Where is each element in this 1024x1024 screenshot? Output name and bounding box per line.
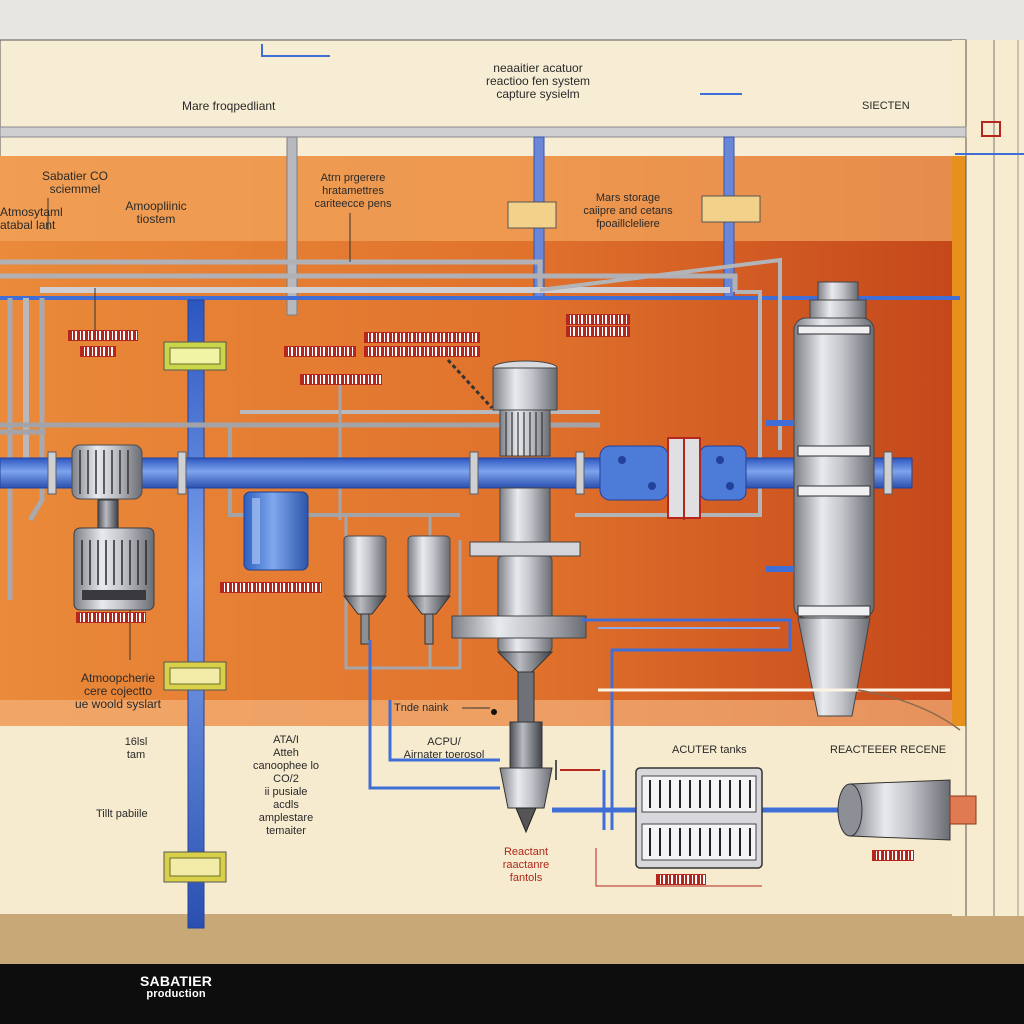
atmospheric-capture-label: Atmoopcherie cere cojectto ue woold sysl… <box>74 671 162 711</box>
tag-label <box>76 612 146 623</box>
tag-label <box>566 326 630 337</box>
atmosphere-processor-label: Atrn prgerere hratamettres cariteecce pe… <box>314 172 392 210</box>
section-label: SIECTEN <box>862 100 910 112</box>
tnde-tank-label: Tnde naink <box>394 702 449 714</box>
reactant-label: Reactant raactanre fantols <box>502 846 550 884</box>
sabatier-co-label: Sabatier CO sciemmel <box>41 169 109 196</box>
footer-bar <box>0 964 1024 1024</box>
tag-label <box>300 374 382 385</box>
small-tank-label: 16lsl tam <box>124 736 148 761</box>
title-reactor-system-label: neaaitier acatuor reactioo fen system ca… <box>485 61 591 101</box>
tag-label <box>872 850 914 861</box>
brand-title: SABATIER <box>140 973 213 989</box>
tag-label <box>656 874 706 885</box>
acpu-label: ACPU/ Airnater toerosol <box>403 736 485 761</box>
mars-storage-label: Mars storage caiipre and cetans fpoaillc… <box>583 192 673 230</box>
brand-subtitle: production <box>146 988 206 1000</box>
atmospheric-system-label: Amoopliinic tiostem <box>125 199 187 226</box>
tag-label <box>566 314 630 325</box>
tag-label <box>364 332 480 343</box>
reacteer-recene-label: REACTEEER RECENE <box>830 744 947 756</box>
tag-label <box>284 346 356 357</box>
tag-label <box>68 330 138 341</box>
atmosphere-tank-label: Atmosytaml atabal lant <box>0 205 63 232</box>
tag-label <box>80 346 116 357</box>
mars-propellant-label: Mare froqpedliant <box>182 99 276 113</box>
brand-logo: SABATIER production <box>140 973 213 1001</box>
tag-label <box>364 346 480 357</box>
acuter-tanks-label: ACUTER tanks <box>672 744 747 756</box>
atmosphere-co2-label: ATA/I Atteh canoophee lo CO/2 ii pusiale… <box>252 734 320 837</box>
tag-label <box>220 582 322 593</box>
filter-particle-label: Tillt pabiile <box>96 808 148 820</box>
